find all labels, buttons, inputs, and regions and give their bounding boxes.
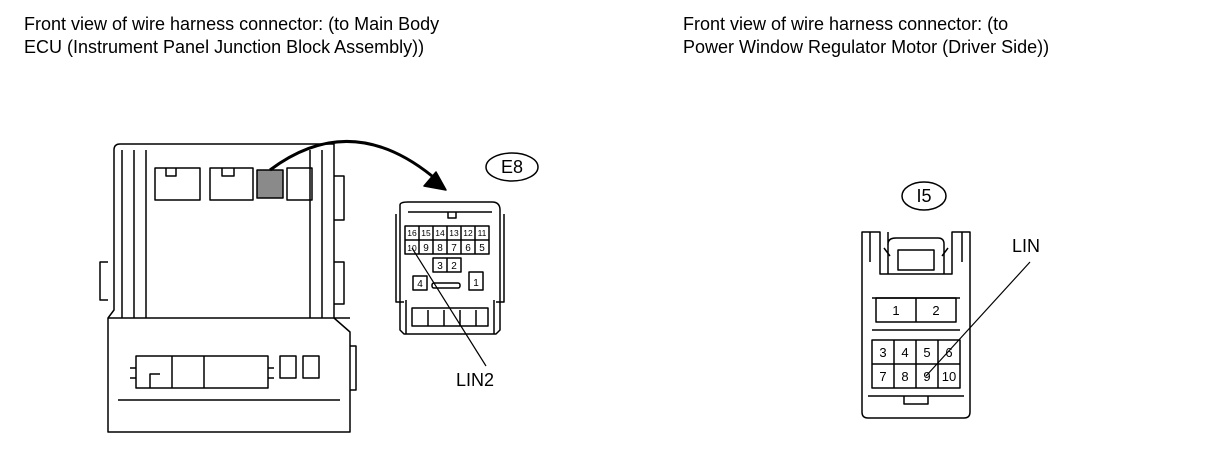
- left-caption-line1: Front view of wire harness connector: (t…: [24, 14, 440, 34]
- e8-pin-14: 14: [435, 228, 445, 238]
- curved-arrow: [269, 140, 433, 178]
- i5-pin-7: 7: [879, 369, 886, 384]
- left-caption-line2: ECU (Instrument Panel Junction Block Ass…: [24, 37, 425, 57]
- e8-pin-15: 15: [421, 228, 431, 238]
- connector-e8: [395, 201, 505, 335]
- e8-pin-12: 12: [463, 228, 473, 238]
- i5-pin-4: 4: [901, 345, 908, 360]
- e8-pin-8: 8: [437, 243, 443, 254]
- left-caption: Front view of wire harness connector: (t…: [24, 13, 439, 59]
- lin2-callout-line: [411, 247, 487, 367]
- i5-pin-8: 8: [901, 369, 908, 384]
- e8-pin-4: 4: [417, 279, 423, 290]
- connector-i5: [861, 231, 971, 419]
- e8-pin-1: 1: [473, 278, 479, 289]
- e8-pin-16: 16: [407, 228, 417, 238]
- i5-pin-10: 10: [942, 369, 956, 384]
- lin2-label: LIN2: [456, 370, 494, 390]
- right-caption-line1: Front view of wire harness connector: (t…: [683, 14, 1009, 34]
- i5-pin-9: 9: [923, 369, 930, 384]
- lin-callout-line: [925, 261, 1031, 377]
- e8-pin-6: 6: [465, 243, 471, 254]
- lin-label: LIN: [1012, 236, 1040, 256]
- i5-pin-5: 5: [923, 345, 930, 360]
- e8-pin-10: 10: [407, 243, 417, 253]
- e8-id-label: E8: [501, 157, 523, 177]
- ecu-body: [99, 143, 357, 433]
- e8-pin-9: 9: [423, 243, 429, 254]
- i5-id-oval: [901, 181, 947, 211]
- e8-pin-3: 3: [437, 261, 443, 272]
- i5-pin-6: 6: [945, 345, 952, 360]
- right-caption-line2: Power Window Regulator Motor (Driver Sid…: [683, 37, 1050, 57]
- i5-pin-2: 2: [932, 303, 939, 318]
- arrow-head: [423, 171, 447, 191]
- highlighted-slot: [256, 169, 284, 199]
- e8-id-oval: [485, 152, 539, 182]
- right-caption: Front view of wire harness connector: (t…: [683, 13, 1049, 59]
- e8-pin-7: 7: [451, 243, 457, 254]
- i5-pin-3: 3: [879, 345, 886, 360]
- i5-id-label: I5: [916, 186, 931, 206]
- e8-pin-13: 13: [449, 228, 459, 238]
- e8-pin-2: 2: [451, 261, 457, 272]
- e8-pin-5: 5: [479, 243, 485, 254]
- i5-pin-1: 1: [892, 303, 899, 318]
- e8-pin-11: 11: [478, 228, 487, 238]
